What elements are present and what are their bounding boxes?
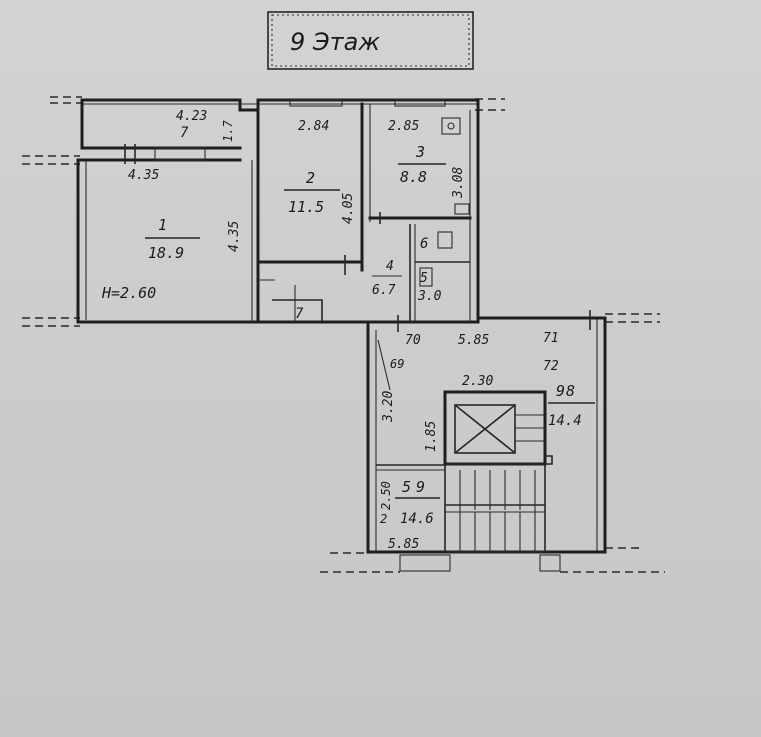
floor-title: 9 Этаж [290,28,380,56]
dim-72: 72 [543,359,559,374]
dim-69: 69 [390,357,404,371]
room-1-area: 18.9 [148,244,184,262]
dim-4-35-side: 4.35 [227,221,242,252]
dim-2-84: 2.84 [298,119,329,134]
dim-71: 71 [543,331,559,346]
room-3-number: 3 [415,143,425,161]
room-9-prefix: 5 [402,478,411,496]
room-5-area: 3.0 [417,289,442,304]
room-4-number: 4 [386,259,394,274]
room-4-area: 6.7 [372,283,396,298]
stair-hall [366,310,607,572]
room-6-number: 6 [420,236,428,252]
dim-4-35-top: 4.35 [128,168,159,183]
apartment-walls [76,98,480,324]
title-box: 9 Этаж [267,11,474,70]
dim-3-08: 3.08 [451,167,466,199]
dim-1-7: 1.7 [221,120,235,142]
dim-4-23: 4.23 [176,109,207,124]
room-5-number: 5 [420,271,428,286]
interior-walls [251,102,472,324]
dim-70: 70 [405,333,421,348]
dim-2-85: 2.85 [388,119,419,134]
room-7-number: 7 [295,306,304,322]
room-9-side-mark: 2 [380,512,387,526]
room-8-prefix: 9 [556,382,565,400]
dim-2-50: 2.50 [379,481,393,510]
extension-lines [22,96,665,573]
room-9-number: 9 [416,478,425,496]
dim-2-30: 2.30 [462,374,493,389]
room-2-area: 11.5 [288,198,324,216]
dim-1-85: 1.85 [424,421,439,452]
dim-3-20: 3.20 [381,391,396,423]
room-9-area: 14.6 [400,511,434,527]
room-8-number: 8 [566,382,575,400]
dimension-labels: 4.23 1.7 4.35 4.35 2.84 4.05 2.85 3.08 7… [128,109,559,552]
room-height: H=2.60 [101,284,156,302]
room-1-number: 1 [158,216,167,234]
room-labels: 7 1 18.9 H=2.60 2 11.5 3 8.8 4 6.7 5 3.0… [101,125,595,527]
room-8-balcony-number: 7 [180,125,189,141]
room-3-area: 8.8 [400,168,427,186]
dim-5-85-top: 5.85 [458,333,489,348]
dim-5-85-bottom: 5.85 [388,537,419,552]
room-8-area: 14.4 [548,413,582,429]
room-2-number: 2 [306,169,315,187]
dim-4-05: 4.05 [341,193,356,224]
